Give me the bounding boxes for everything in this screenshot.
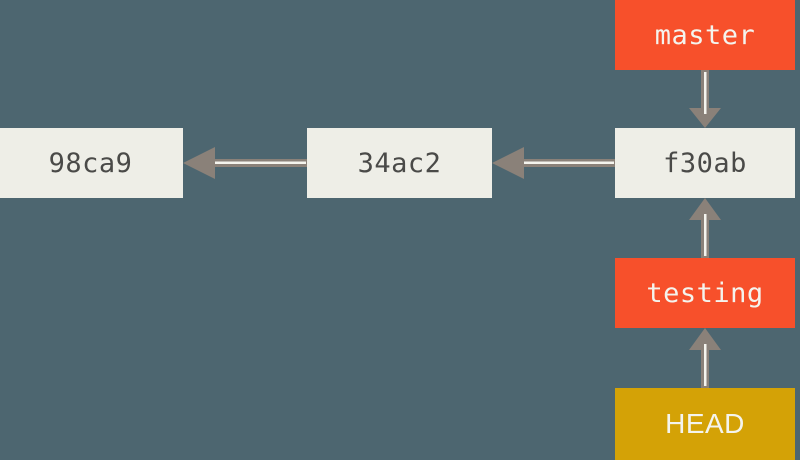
- commit-node-34ac2-label: 34ac2: [357, 147, 442, 179]
- branch-ref-master[interactable]: master: [615, 0, 795, 70]
- branch-ref-testing[interactable]: testing: [615, 258, 795, 328]
- commit-node-98ca9-label: 98ca9: [48, 147, 133, 179]
- head-pointer-label: HEAD: [665, 408, 745, 439]
- arrow-testing-to-f30ab: [689, 198, 721, 258]
- branch-ref-testing-label: testing: [646, 277, 764, 309]
- commit-node-34ac2[interactable]: 34ac2: [307, 128, 492, 198]
- head-pointer[interactable]: HEAD: [615, 388, 795, 460]
- arrow-head-to-testing: [689, 328, 721, 388]
- arrow-f30ab-to-34ac2: [492, 147, 615, 179]
- arrow-master-to-f30ab: [689, 70, 721, 128]
- commit-node-f30ab-label: f30ab: [663, 147, 747, 179]
- branch-ref-master-label: master: [654, 19, 756, 51]
- commit-node-f30ab[interactable]: f30ab: [615, 128, 795, 198]
- commit-node-98ca9[interactable]: 98ca9: [0, 128, 183, 198]
- arrow-34ac2-to-98ca9: [183, 147, 307, 179]
